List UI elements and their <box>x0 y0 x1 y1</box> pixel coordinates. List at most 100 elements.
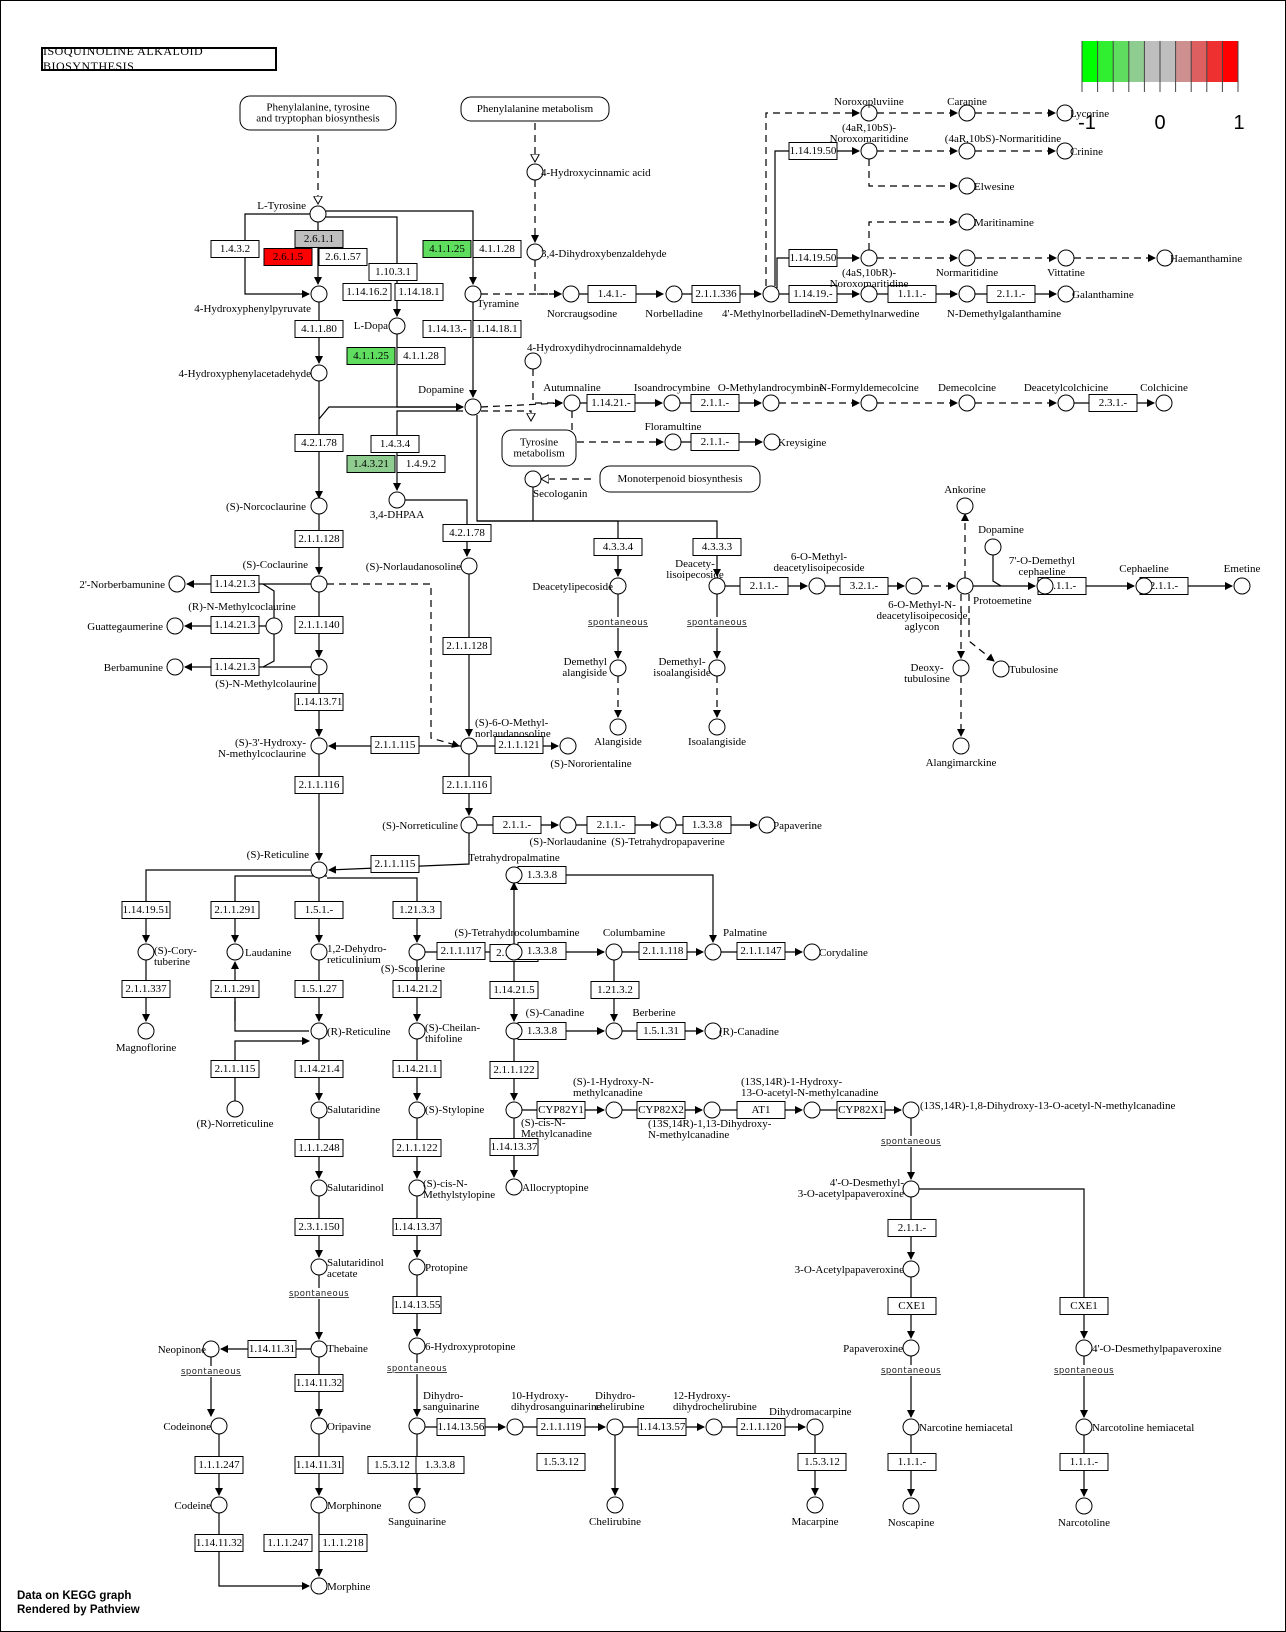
compound-node[interactable]: Narcotoline <box>1058 1497 1110 1529</box>
compound-node[interactable]: Morphinone <box>310 1496 382 1514</box>
enzyme-box[interactable]: 1.14.19.50 <box>788 142 838 160</box>
enzyme-box[interactable]: 2.1.1.337 <box>121 980 171 998</box>
enzyme-box[interactable]: 2.1.1.- <box>739 577 789 595</box>
compound-node[interactable]: Autumnaline <box>543 382 601 412</box>
enzyme-box[interactable]: 2.1.1.- <box>986 285 1036 303</box>
compound-node[interactable]: 4-Hydroxycinnamic acid <box>526 163 651 181</box>
enzyme-box[interactable]: 2.1.1.147 <box>736 942 786 960</box>
enzyme-box[interactable]: 1.4.9.2 <box>396 455 446 473</box>
enzyme-box[interactable]: 1.3.3.8 <box>415 1456 465 1474</box>
compound-node[interactable]: (4aS,10bR)-Noroxomaritidine <box>830 249 909 290</box>
enzyme-box[interactable]: 2.1.1.- <box>690 394 740 412</box>
compound-node[interactable]: (13S,14R)-1,13-Dihydroxy-N-methylcanadin… <box>648 1101 772 1141</box>
enzyme-box[interactable]: 4.1.1.25 <box>346 347 396 365</box>
compound-node[interactable]: Demethyl-isoalangiside <box>653 656 726 679</box>
enzyme-box[interactable]: 1.14.16.2 <box>342 283 392 301</box>
compound-node[interactable]: Vittatine <box>1047 249 1085 279</box>
enzyme-box[interactable]: 1.14.13.71 <box>294 693 344 711</box>
enzyme-box[interactable]: 1.1.1.- <box>887 285 937 303</box>
enzyme-box[interactable]: 2.1.1.- <box>492 816 542 834</box>
compound-node[interactable]: Dopamine <box>418 384 482 416</box>
enzyme-box[interactable]: 4.3.3.4 <box>593 538 643 556</box>
enzyme-box[interactable]: CYP82X1 <box>836 1101 886 1119</box>
compound-node[interactable]: Codeinone <box>163 1417 228 1435</box>
compound-node[interactable]: Morphine <box>310 1577 371 1595</box>
enzyme-box[interactable]: CYP82Y1 <box>536 1101 586 1119</box>
compound-node[interactable]: Berberine <box>605 1007 676 1040</box>
compound-node[interactable]: 4'-Methylnorbelladine <box>722 285 820 320</box>
enzyme-box[interactable]: 2.1.1.128 <box>442 637 492 655</box>
enzyme-box[interactable]: 4.1.1.28 <box>396 347 446 365</box>
enzyme-box[interactable]: 1.1.1.247 <box>263 1534 313 1552</box>
enzyme-box[interactable]: 1.14.11.31 <box>294 1456 344 1474</box>
compound-node[interactable]: N-Demethylnarwedine <box>819 285 920 320</box>
compound-node[interactable]: (4aR,10bS)-Normaritidine <box>945 133 1062 160</box>
enzyme-box[interactable]: 1.14.11.31 <box>247 1340 297 1358</box>
compound-node[interactable]: Kreysigine <box>763 433 826 451</box>
enzyme-box[interactable]: 1.14.13.55 <box>392 1296 442 1314</box>
compound-node[interactable]: Normaritidine <box>936 249 998 279</box>
enzyme-box[interactable]: 1.14.21.- <box>586 394 636 412</box>
enzyme-box[interactable]: 2.1.1.122 <box>392 1139 442 1157</box>
compound-node[interactable]: Deacetylcolchicine <box>1024 382 1108 412</box>
enzyme-box[interactable]: 1.3.3.8 <box>517 942 567 960</box>
compound-node[interactable]: Protoemetine <box>956 577 1032 607</box>
enzyme-box[interactable]: 2.3.1.- <box>1088 394 1138 412</box>
enzyme-box[interactable]: 4.3.3.3 <box>692 538 742 556</box>
compound-node[interactable]: L-Tyrosine <box>257 200 327 223</box>
enzyme-box[interactable]: 1.1.1.- <box>1059 1453 1109 1471</box>
compound-node[interactable]: (S)-Norcoclaurine <box>226 497 328 515</box>
enzyme-box[interactable]: 2.1.1.117 <box>436 942 486 960</box>
compound-node[interactable]: Lycorine <box>1056 104 1109 122</box>
enzyme-box[interactable]: 1.14.21.2 <box>392 980 442 998</box>
compound-node[interactable]: Norcraugsodine <box>547 285 617 320</box>
compound-node[interactable]: (S)-6-O-Methyl-norlaudanosoline <box>460 717 551 755</box>
compound-node[interactable]: 6-Hydroxyprotopine <box>408 1337 516 1355</box>
compound-node[interactable]: (S)-Reticuline <box>247 849 328 879</box>
compound-node[interactable]: (S)-N-Methylcolaurine <box>215 658 328 690</box>
compound-node[interactable]: (R)-Reticuline <box>310 1022 391 1040</box>
enzyme-box[interactable]: 2.1.1.116 <box>442 776 492 794</box>
compound-node[interactable]: 3,4-Dihydroxybenzaldehyde <box>526 243 667 261</box>
compound-node[interactable]: Chelirubine <box>589 1496 641 1528</box>
compound-node[interactable]: 10-Hydroxy-dihydrosanguinarine <box>506 1390 602 1436</box>
compound-node[interactable]: 6-O-Methyl-deacetylisoipecoside <box>773 551 865 595</box>
enzyme-box[interactable]: 2.1.1.128 <box>294 530 344 548</box>
compound-node[interactable]: Narcotine hemiacetal <box>902 1418 1013 1436</box>
compound-node[interactable]: Columbamine <box>603 927 665 961</box>
enzyme-box[interactable]: 1.5.1.31 <box>636 1022 686 1040</box>
enzyme-box[interactable]: 2.3.1.150 <box>294 1218 344 1236</box>
enzyme-box[interactable]: 1.1.1.248 <box>294 1139 344 1157</box>
compound-node[interactable]: 2'-Norberbamunine <box>79 575 186 593</box>
enzyme-box[interactable]: 1.14.11.32 <box>294 1374 344 1392</box>
compound-node[interactable]: 4-Hydroxydihydrocinnamaldehyde <box>524 342 682 370</box>
compound-node[interactable]: L-Dopa <box>354 317 406 335</box>
enzyme-box[interactable]: 2.1.1.291 <box>210 980 260 998</box>
enzyme-box[interactable]: 2.1.1.115 <box>210 1060 260 1078</box>
compound-node[interactable]: (S)-Nororientaline <box>550 737 632 770</box>
compound-node[interactable]: Salutaridine <box>310 1101 380 1119</box>
compound-node[interactable]: Dihydro-sanguinarine <box>408 1390 479 1435</box>
enzyme-box[interactable]: 1.4.3.21 <box>346 455 396 473</box>
enzyme-box[interactable]: 1.14.13.37 <box>489 1138 539 1156</box>
enzyme-box[interactable]: 2.6.1.57 <box>318 248 368 266</box>
compound-node[interactable]: 4-Hydroxyphenylacetadehyde <box>178 364 328 382</box>
enzyme-box[interactable]: 1.21.3.2 <box>590 981 640 999</box>
compound-node[interactable]: Deoxy-tubulosine <box>904 659 970 685</box>
compound-node[interactable]: Palmatine <box>704 927 767 961</box>
compound-node[interactable]: Ankorine <box>944 484 986 515</box>
compound-node[interactable]: Haemanthamine <box>1156 249 1242 267</box>
enzyme-box[interactable]: 4.2.1.78 <box>294 434 344 452</box>
compound-node[interactable]: (S)-Canadine <box>505 1007 584 1040</box>
compound-node[interactable]: Isoandrocymbine <box>634 382 710 412</box>
enzyme-box[interactable]: 2.1.1.121 <box>494 736 544 754</box>
enzyme-box[interactable]: CXE1 <box>1059 1297 1109 1315</box>
compound-node[interactable]: Dihydromacarpine <box>769 1406 852 1436</box>
compound-node[interactable]: Deacetylipecoside <box>532 577 627 595</box>
compound-node[interactable]: (S)-Stylopine <box>408 1101 484 1119</box>
